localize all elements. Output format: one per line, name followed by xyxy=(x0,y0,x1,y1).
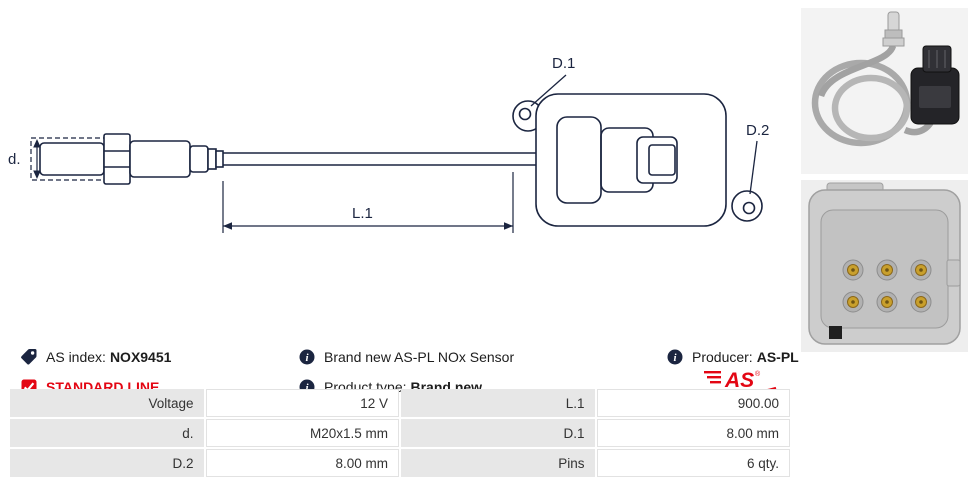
producer-value: AS-PL xyxy=(756,349,799,365)
spec-value: M20x1.5 mm xyxy=(205,419,399,447)
svg-text:i: i xyxy=(305,382,309,394)
brand-logo-text: AS xyxy=(724,369,754,392)
product-photo-sensor xyxy=(801,8,968,174)
producer-label: Producer: xyxy=(692,349,753,365)
as-index-label: AS index: xyxy=(46,349,106,365)
dimension-label-d2: D.2 xyxy=(746,122,769,139)
description-item: i Brand new AS-PL NOx Sensor xyxy=(298,347,514,367)
spec-value: 900.00 xyxy=(596,389,790,417)
brand-logo-reg: ® xyxy=(755,370,761,378)
dimension-label-d: d. xyxy=(8,151,21,168)
dimension-label-d1: D.1 xyxy=(552,55,575,72)
spec-value: 8.00 mm xyxy=(205,449,399,477)
spec-label: Voltage xyxy=(10,389,204,417)
tag-icon xyxy=(20,348,38,366)
spec-label: d. xyxy=(10,419,204,447)
spec-table: Voltage 12 V L.1 900.00 d. M20x1.5 mm D.… xyxy=(10,389,790,477)
spec-label: L.1 xyxy=(401,389,595,417)
spec-label: Pins xyxy=(401,449,595,477)
as-index-value: NOX9451 xyxy=(109,349,172,365)
producer-item: i Producer:AS-PL xyxy=(666,347,799,367)
connector-photo-art xyxy=(801,180,968,352)
technical-drawing: d. L.1 D.1 D.2 xyxy=(8,55,769,233)
svg-text:i: i xyxy=(305,352,309,364)
description-text: Brand new AS-PL NOx Sensor xyxy=(324,349,515,365)
sensor-photo-art xyxy=(801,8,968,174)
info-icon: i xyxy=(298,348,316,366)
product-photo-connector xyxy=(801,180,968,352)
spec-label: D.1 xyxy=(401,419,595,447)
spec-label: D.2 xyxy=(10,449,204,477)
svg-text:i: i xyxy=(673,352,677,364)
as-index-item: AS index:NOX9451 xyxy=(20,347,171,367)
spec-value: 12 V xyxy=(205,389,399,417)
spec-value: 8.00 mm xyxy=(596,419,790,447)
spec-value: 6 qty. xyxy=(596,449,790,477)
info-icon: i xyxy=(666,348,684,366)
dimension-label-l1: L.1 xyxy=(352,205,373,222)
